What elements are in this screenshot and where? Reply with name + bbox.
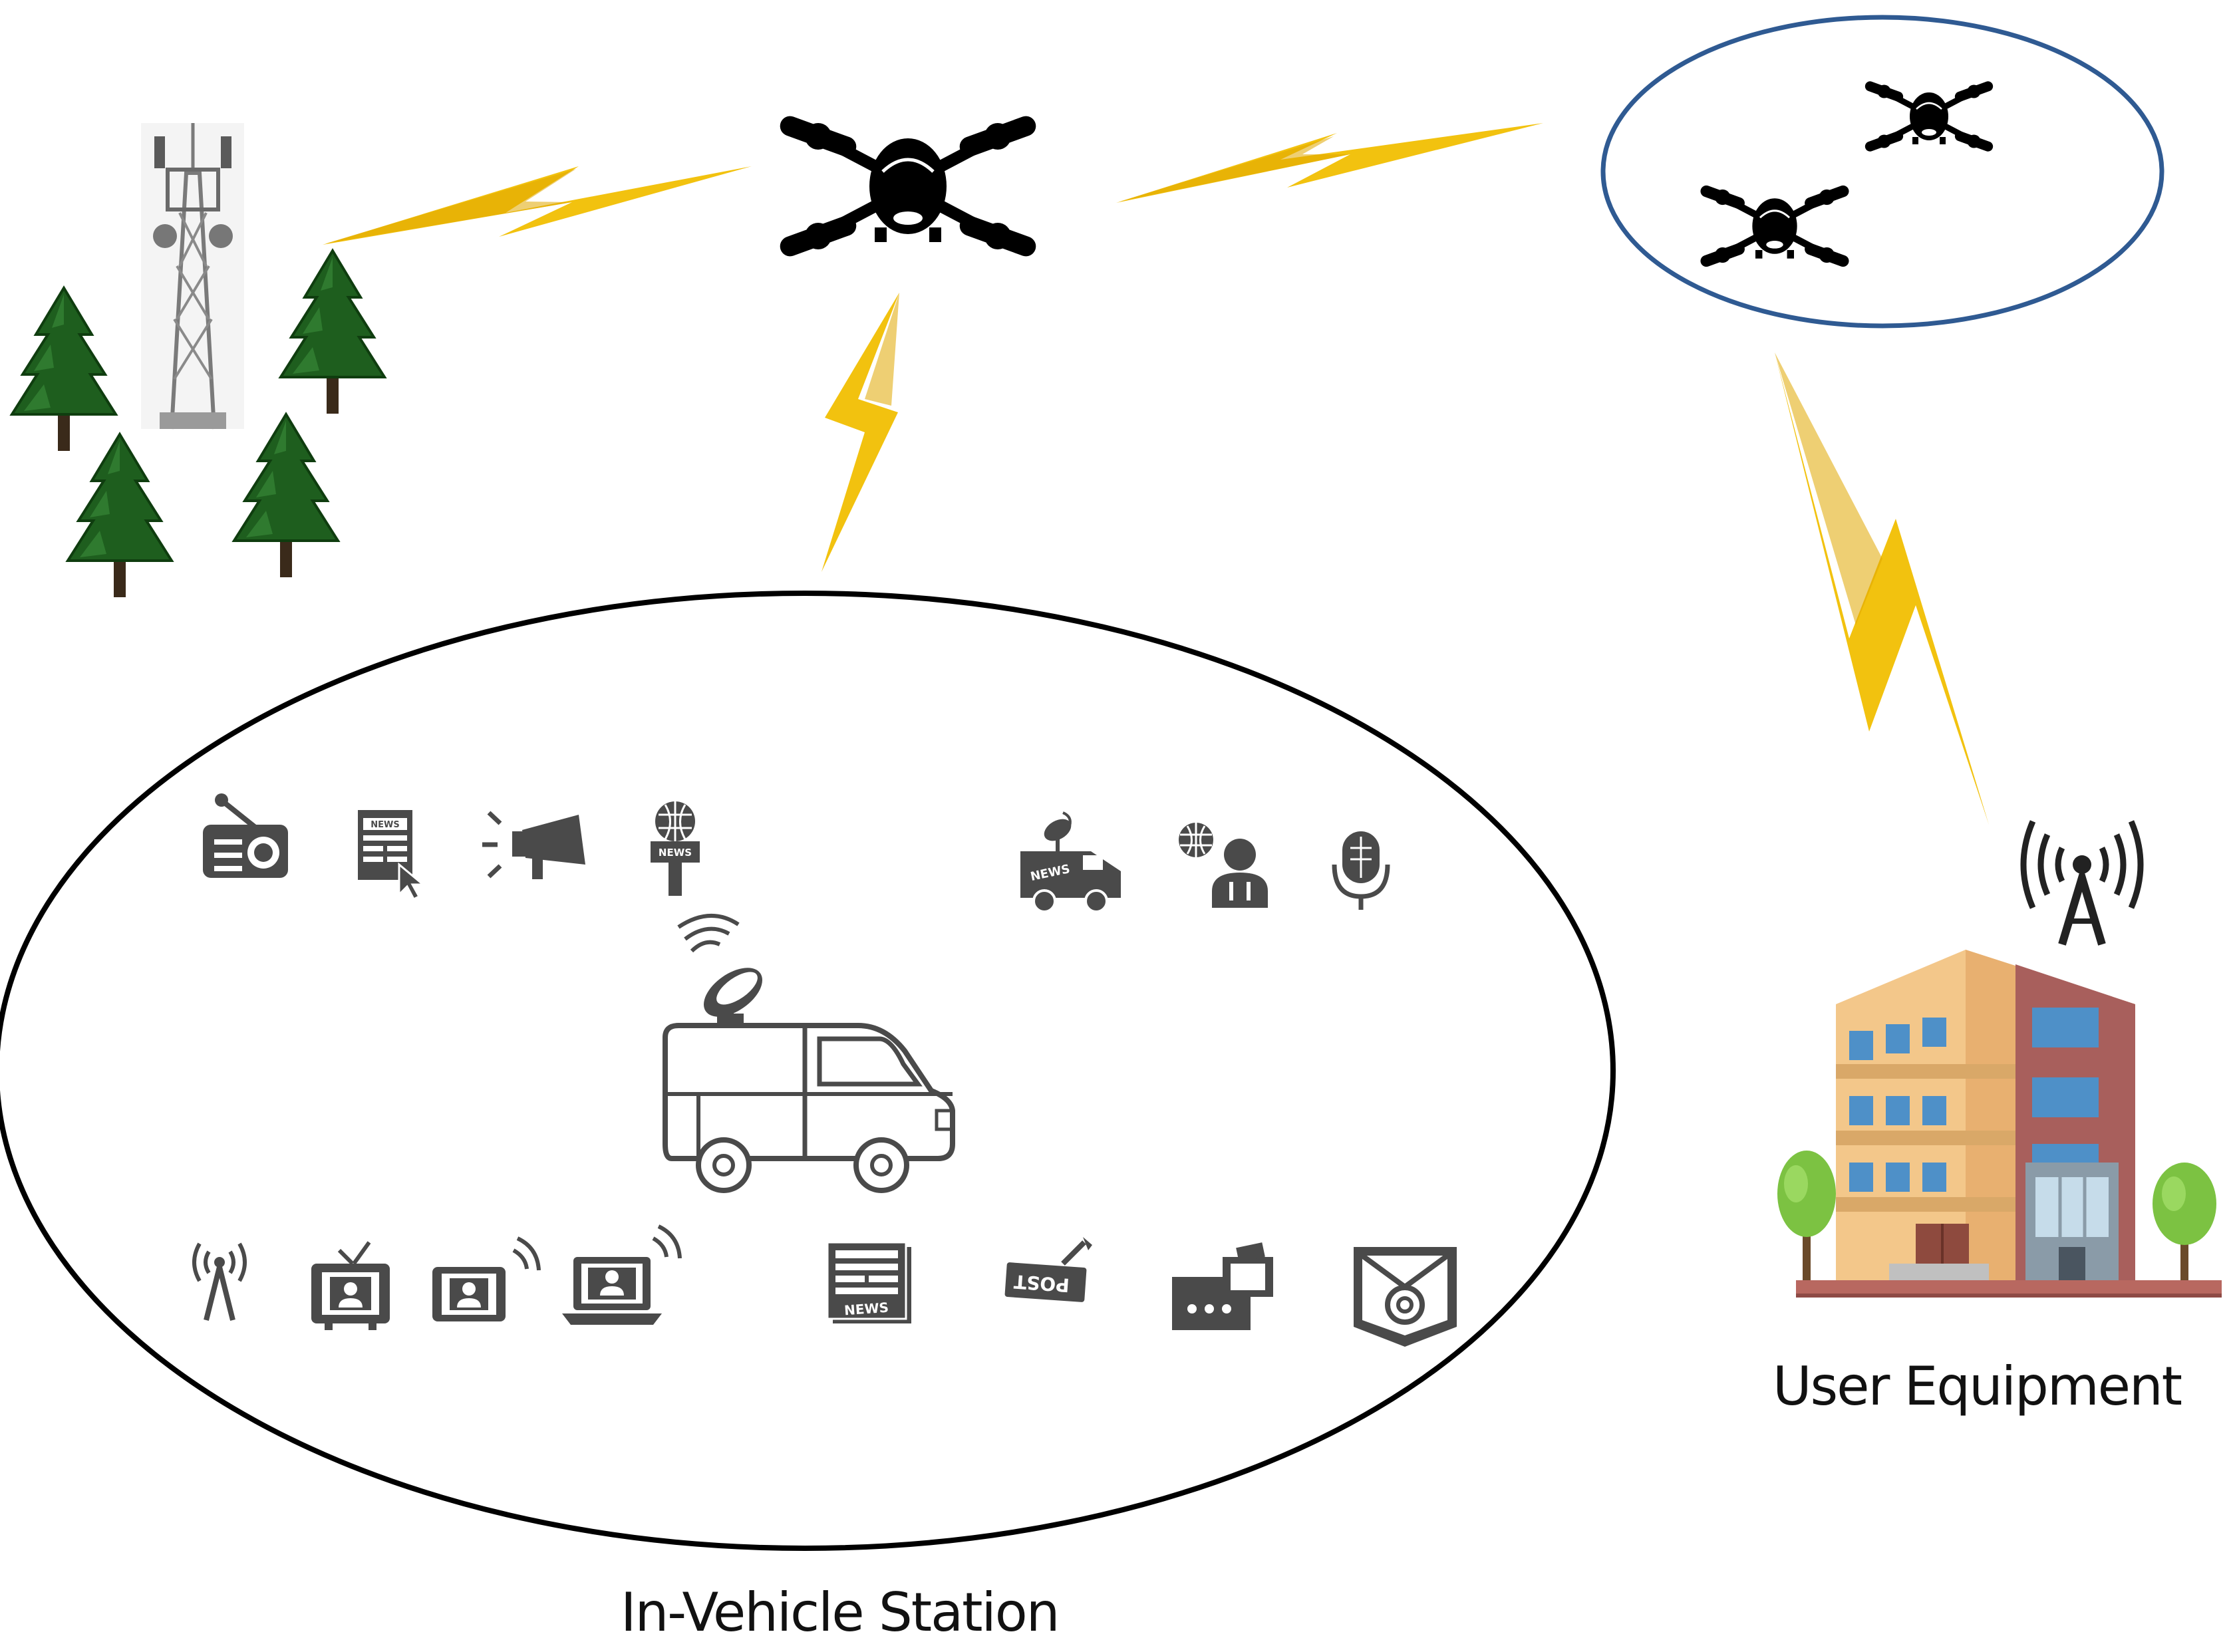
microphone-icon — [1332, 831, 1390, 910]
antenna-icon — [194, 1244, 245, 1321]
lightning-icon — [1775, 352, 1989, 825]
lightning-icon — [1116, 123, 1543, 203]
cell-tower-icon — [141, 123, 244, 430]
fax-icon — [1172, 1242, 1273, 1330]
in-vehicle-station-label: In-Vehicle Station — [621, 1582, 1060, 1643]
svg-text:NEWS: NEWS — [371, 820, 399, 830]
radio-icon — [203, 793, 288, 878]
newspaper-icon: NEWS — [358, 810, 426, 900]
tree-icon — [1777, 1151, 1836, 1280]
news-van-icon: NEWS — [1020, 811, 1121, 913]
news-microphone-icon: NEWS — [651, 801, 700, 896]
news-stack-icon: NEWS — [826, 1241, 911, 1323]
tree-icon — [233, 413, 339, 579]
tree-icon — [279, 249, 386, 415]
drone-icon — [777, 113, 1038, 259]
reporter-icon — [1179, 823, 1268, 908]
lightning-icon — [323, 166, 752, 245]
user-equipment-label: User Equipment — [1773, 1355, 2182, 1417]
broadcast-van-icon — [663, 913, 955, 1193]
tree-icon — [2153, 1163, 2216, 1280]
television-icon — [311, 1241, 390, 1330]
laptop-icon — [562, 1224, 682, 1325]
svg-text:NEWS: NEWS — [659, 847, 692, 859]
svg-text:POST: POST — [1013, 1270, 1070, 1296]
drone-icon — [1864, 80, 1995, 153]
uav-cluster — [1600, 15, 2164, 329]
tree-icon — [11, 287, 117, 452]
tree-icon — [67, 433, 173, 599]
building-icon — [1796, 950, 2222, 1298]
megaphone-icon — [482, 811, 585, 879]
drone-icon — [1699, 184, 1851, 268]
lightning-icon — [821, 293, 899, 572]
in-vehicle-station-boundary — [0, 591, 1616, 1551]
signal-tower-icon — [2020, 820, 2144, 946]
svg-text:NEWS: NEWS — [843, 1300, 889, 1319]
tablet-icon — [432, 1236, 541, 1321]
email-icon — [1354, 1247, 1457, 1347]
post-icon: POST — [1004, 1237, 1092, 1302]
